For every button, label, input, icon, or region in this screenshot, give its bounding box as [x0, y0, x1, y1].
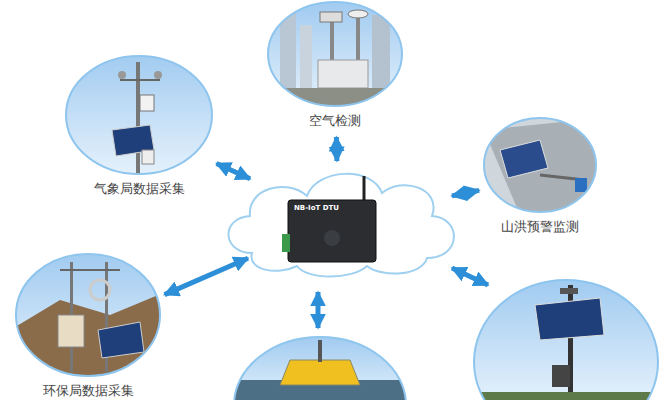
photo-circle	[474, 280, 658, 400]
photo	[260, 0, 410, 110]
node-label: 环保局数据采集	[16, 382, 160, 400]
link-arrow	[217, 164, 251, 179]
link-arrow	[316, 292, 321, 328]
photo-node: 气象局数据采集	[66, 56, 212, 200]
photo-circle	[234, 337, 406, 400]
photo-node: 空气检测	[268, 2, 402, 132]
cloud-shape	[212, 158, 464, 280]
node-label: 气象局数据采集	[66, 180, 212, 198]
node-label: 空气检测	[268, 112, 402, 130]
device-label: NB-IoT DTU	[294, 204, 339, 212]
photo	[230, 335, 410, 400]
link-arrow	[334, 137, 340, 161]
photo	[10, 250, 170, 380]
photo-node: 山洪预警监测	[484, 118, 596, 238]
link-arrow	[452, 268, 488, 285]
link-arrow	[452, 190, 479, 196]
link-arrow	[165, 258, 248, 294]
photo	[60, 50, 220, 182]
photo	[480, 115, 600, 215]
cloud-hub: NB-IoT DTU	[212, 158, 464, 280]
node-label: 山洪预警监测	[484, 218, 596, 236]
photo-node: 环保局数据采集	[16, 254, 160, 400]
photo	[470, 278, 664, 400]
